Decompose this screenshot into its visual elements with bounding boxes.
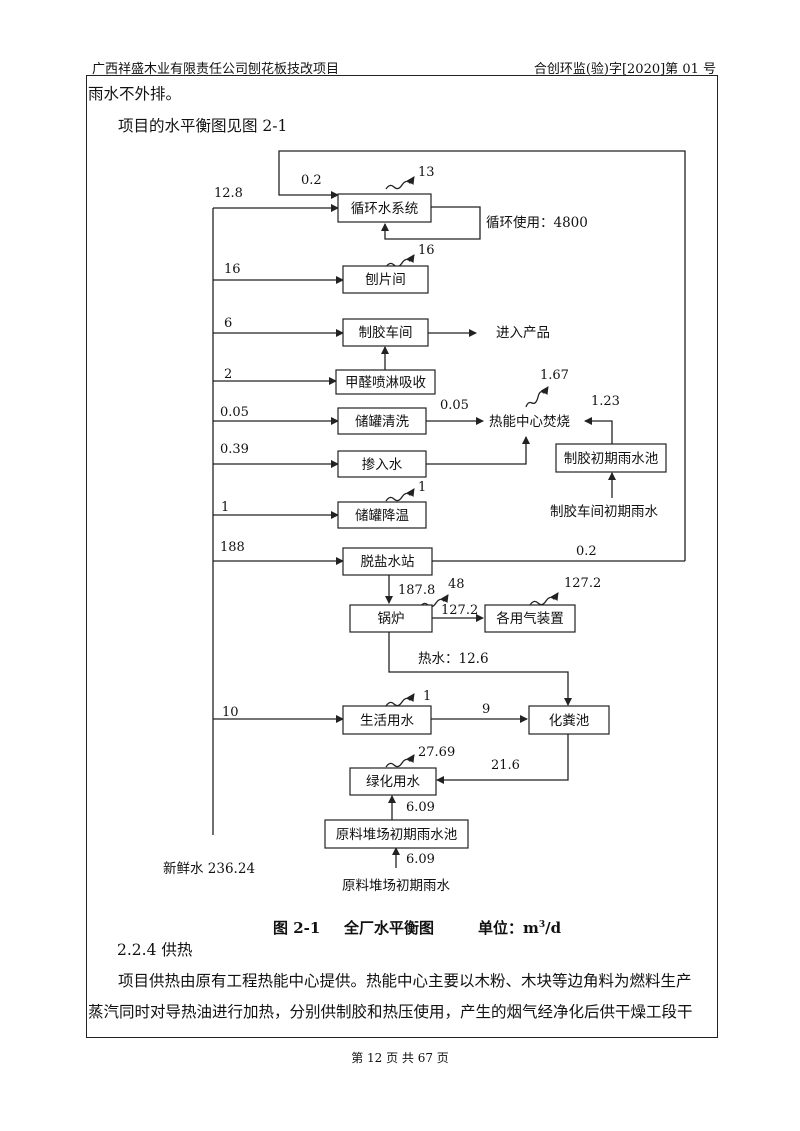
value-to-boiler: 187.8: [398, 583, 435, 598]
loss-arrow-green: [385, 754, 415, 768]
loss-arrow-gas: [529, 592, 559, 606]
box-boiler-label: 锅炉: [378, 611, 405, 627]
box-mix: 掺入水: [337, 450, 427, 478]
loss-arrow-tankcool: [385, 488, 415, 502]
label-product: 进入产品: [496, 325, 550, 341]
section-heading: 2.2.4 供热: [117, 941, 193, 959]
box-gasdev-label: 各用气装置: [496, 611, 564, 627]
box-boiler: 锅炉: [349, 604, 433, 633]
arrow-rain-to-heat: [584, 417, 613, 444]
box-glue-rain-label: 制胶初期雨水池: [564, 450, 659, 467]
value-septic-to-green: 21.6: [491, 758, 520, 773]
figure-number: 图 2-1: [273, 919, 321, 937]
box-raw-rain-label: 原料堆场初期雨水池: [336, 826, 458, 843]
box-circ-label: 循环水系统: [351, 201, 419, 217]
box-form-label: 甲醛喷淋吸收: [345, 375, 426, 391]
loss-arrow-heat: [525, 386, 549, 408]
content-frame: [86, 75, 718, 1038]
value-desalt-back: 0.2: [576, 544, 597, 559]
box-tankwash-label: 储罐清洗: [355, 414, 409, 430]
value-tankwash-out: 0.05: [440, 398, 469, 413]
arrow-septic-to-green: [436, 734, 569, 784]
value-in-tankwash: 0.05: [220, 405, 249, 420]
box-septic-label: 化粪池: [549, 713, 590, 729]
value-in-domestic: 10: [222, 705, 239, 720]
value-in-circ: 12.8: [214, 186, 243, 201]
value-gas-loss: 127.2: [564, 576, 601, 591]
box-form: 甲醛喷淋吸收: [335, 369, 436, 395]
loss-arrow-circ: [385, 176, 415, 190]
value-circ-loop: 0.2: [301, 173, 322, 188]
arrow-circ-loop: [278, 150, 686, 561]
figure-unit-base: m: [523, 919, 539, 937]
value-in-glue: 6: [224, 316, 232, 331]
figure-unit-tail: /d: [545, 919, 562, 937]
value-chip-loss: 16: [418, 243, 435, 258]
box-desalt: 脱盐水站: [342, 547, 433, 576]
arrow-boiler-to-septic: [388, 632, 572, 706]
figure-unit-label: 单位：: [478, 919, 524, 937]
loss-arrow-chip: [385, 254, 415, 268]
section-line-1: 项目供热由原有工程热能中心提供。热能中心主要以木粉、木块等边角料为燃料生产: [118, 972, 692, 990]
body-line-2: 项目的水平衡图见图 2-1: [118, 117, 288, 135]
figure-unit: 单位：m3/d: [478, 917, 561, 938]
box-domestic-label: 生活用水: [360, 713, 414, 729]
figure-unit-sup: 3: [538, 920, 546, 930]
box-desalt-label: 脱盐水站: [361, 554, 415, 570]
box-septic: 化粪池: [528, 705, 610, 735]
box-mix-label: 掺入水: [362, 457, 403, 473]
value-green-loss: 27.69: [418, 745, 455, 760]
box-glue: 制胶车间: [342, 318, 429, 347]
page-footer: 第 12 页 共 67 页: [351, 1051, 449, 1065]
box-chip-label: 刨片间: [365, 272, 406, 288]
value-in-mix: 0.39: [220, 442, 249, 457]
header-left: 广西祥盛木业有限责任公司刨花板技改项目: [92, 62, 340, 77]
value-to-gas: 127.2: [441, 603, 478, 618]
label-glue-rain-source: 制胶车间初期雨水: [550, 503, 658, 520]
value-domestic-loss: 1: [423, 689, 431, 704]
box-tankcool: 储罐降温: [337, 501, 427, 529]
value-domestic-to-septic: 9: [482, 702, 490, 717]
label-hot-water: 热水：12.6: [418, 651, 489, 667]
box-green: 绿化用水: [349, 767, 437, 796]
header-right: 合创环监(验)字[2020]第 01 号: [533, 62, 716, 77]
box-gasdev: 各用气装置: [484, 604, 576, 633]
box-tankwash: 储罐清洗: [337, 407, 427, 435]
box-chip: 刨片间: [342, 265, 429, 294]
box-tankcool-label: 储罐降温: [355, 508, 409, 524]
value-rain-up: 1.23: [591, 394, 620, 409]
value-in-form: 2: [224, 367, 232, 382]
value-in-tankcool: 1: [221, 500, 229, 515]
value-boiler-loss: 48: [448, 577, 465, 592]
value-heat-loss: 1.67: [540, 368, 569, 383]
label-raw-rain-source: 原料堆场初期雨水: [342, 877, 450, 894]
value-circ-loss: 13: [418, 165, 435, 180]
value-in-desalt: 188: [220, 540, 245, 555]
arrow-mix-to-heat: [426, 436, 530, 465]
value-rain-in: 6.09: [406, 852, 435, 867]
box-domestic: 生活用水: [342, 705, 432, 735]
label-circ-use: 循环使用：4800: [486, 214, 588, 231]
box-circ: 循环水系统: [337, 193, 432, 223]
value-tankcool-loss: 1: [418, 480, 426, 495]
box-glue-label: 制胶车间: [359, 324, 413, 341]
section-line-2: 蒸汽同时对导热油进行加热，分别供制胶和热压使用，产生的烟气经净化后供干燥工段干: [88, 1003, 693, 1021]
figure-title: 全厂水平衡图: [344, 919, 435, 937]
loss-arrow-domestic: [385, 693, 415, 707]
box-raw-rain: 原料堆场初期雨水池: [324, 819, 469, 849]
label-fresh-water: 新鲜水 236.24: [163, 861, 255, 877]
value-rain-to-green: 6.09: [406, 800, 435, 815]
value-in-chip: 16: [224, 262, 241, 277]
body-line-1: 雨水不外排。: [88, 85, 182, 103]
box-green-label: 绿化用水: [366, 774, 420, 790]
label-heat-center: 热能中心焚烧: [489, 414, 570, 430]
box-glue-rain: 制胶初期雨水池: [555, 443, 667, 473]
header-rule: [86, 75, 718, 76]
arrow-circ-return: [381, 206, 481, 240]
